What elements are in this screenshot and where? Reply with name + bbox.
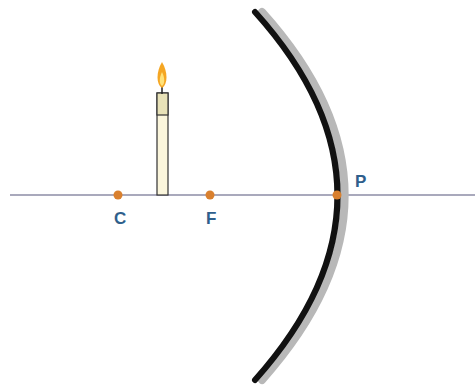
- flame-core: [160, 72, 165, 86]
- candle: [157, 62, 168, 195]
- pole-point: [333, 191, 342, 200]
- centre-point: [114, 191, 123, 200]
- focus-point: [206, 191, 215, 200]
- pole-label: P: [355, 173, 366, 190]
- mirror-shadow: [262, 12, 345, 380]
- candle-top: [157, 93, 168, 115]
- centre-label: C: [114, 210, 126, 227]
- concave-mirror: [255, 12, 338, 380]
- candle-body: [157, 93, 168, 195]
- focus-label: F: [206, 210, 216, 227]
- principal-axis: [10, 194, 475, 195]
- flame: [158, 62, 167, 88]
